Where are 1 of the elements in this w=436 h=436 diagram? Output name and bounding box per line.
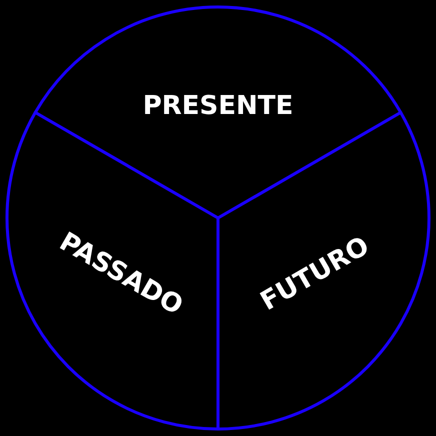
sector-label: PRESENTE (142, 91, 294, 121)
